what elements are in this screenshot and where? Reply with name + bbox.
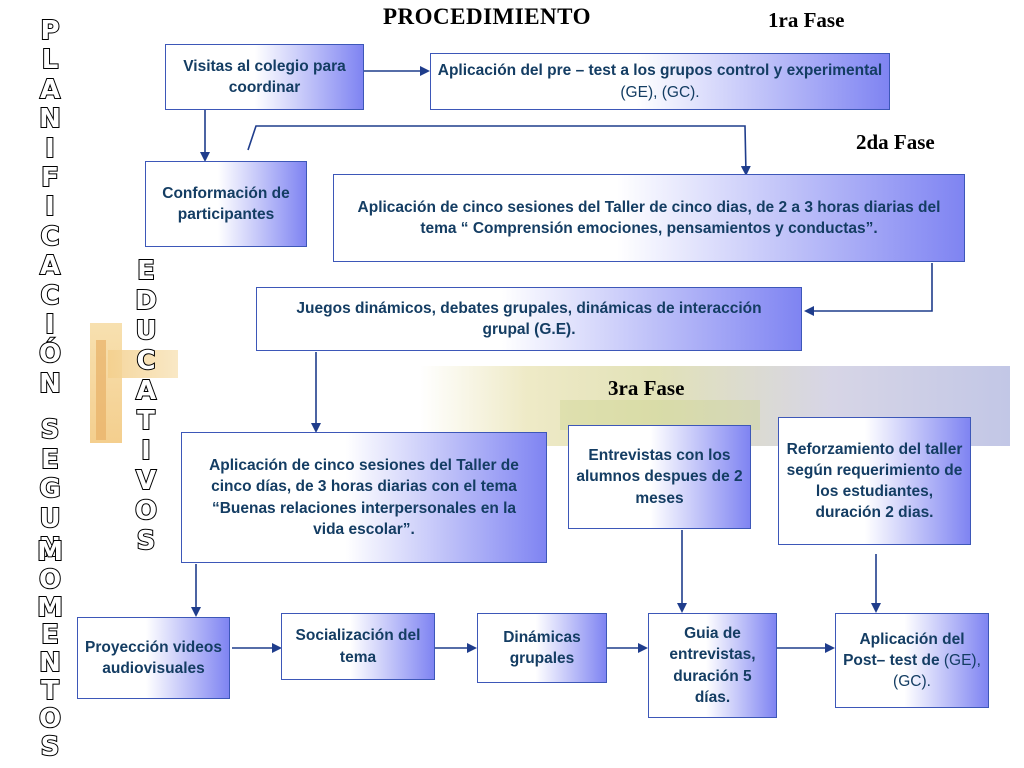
box-dinamicas-text: Dinámicas grupales: [503, 628, 581, 667]
vertical-letter: E: [136, 256, 156, 286]
box-guia: Guia de entrevistas, duración 5 días.: [648, 613, 777, 718]
box-pretest-text: Aplicación del pre – test a los grupos c…: [437, 62, 883, 80]
vertical-letter: C: [135, 346, 156, 376]
box-proyeccion-text: Proyección videos audiovisuales: [85, 638, 222, 677]
vertical-letter: N: [38, 368, 62, 399]
vertical-letter: M: [36, 592, 64, 623]
box-sesiones-fase2-text: Aplicación de cinco sesiones del Taller …: [357, 198, 941, 237]
vertical-letter: G: [38, 474, 61, 505]
vertical-letter: N: [38, 648, 62, 679]
vertical-letter: A: [135, 376, 157, 406]
vertical-letter: T: [40, 675, 60, 706]
box-juegos: Juegos dinámicos, debates grupales, diná…: [256, 287, 802, 351]
vertical-letter: D: [134, 286, 158, 316]
box-guia-text: Guia de entrevistas, duración 5 días.: [669, 625, 756, 706]
box-conformacion-text: Conformación de participantes: [162, 184, 290, 223]
vertical-letter: M: [36, 537, 64, 567]
vertical-letter: S: [40, 731, 61, 762]
phase-3-label: 3ra Fase: [608, 376, 685, 400]
vertical-letter: F: [40, 162, 60, 193]
vertical-letter: S: [136, 526, 157, 556]
vertical-letter: V: [135, 466, 157, 496]
box-entrevistas-text: Entrevistas con los alumnos despues de 2…: [576, 447, 743, 507]
vertical-letter: N: [38, 533, 62, 564]
vertical-letter: I: [44, 309, 56, 340]
vertical-letter: A: [39, 74, 61, 105]
vertical-letter: L: [41, 45, 60, 76]
decorative-bar-horizontal: [108, 350, 178, 378]
box-visitas: Visitas al colegio para coordinar: [165, 44, 364, 110]
box-reforzamiento-text: Reforzamiento del taller según requerimi…: [786, 440, 963, 522]
vertical-letter: U: [134, 316, 157, 346]
box-pretest-groups: (GE), (GC).: [620, 83, 700, 101]
vertical-letter: O: [38, 564, 62, 595]
vertical-letter: I: [44, 192, 56, 223]
decorative-bar-vertical-inner: [96, 340, 106, 440]
box-posttest-text: Aplicación del Post– test de: [843, 630, 965, 669]
vertical-letter: P: [39, 16, 60, 46]
vertical-letter: N: [38, 104, 62, 135]
vertical-letter: S: [40, 415, 61, 446]
box-pretest: Aplicación del pre – test a los grupos c…: [430, 53, 890, 110]
box-visitas-text: Visitas al colegio para coordinar: [183, 57, 346, 96]
vertical-letter: U: [38, 503, 61, 534]
box-socializacion: Socialización del tema: [281, 613, 435, 680]
vertical-letter: T: [136, 406, 156, 436]
box-conformacion: Conformación de participantes: [145, 161, 307, 247]
vertical-letter: E: [40, 620, 60, 651]
arrow-sesiones1-to-juegos: [804, 263, 933, 316]
box-dinamicas: Dinámicas grupales: [477, 613, 607, 683]
phase-1-label: 1ra Fase: [768, 8, 845, 32]
box-sesiones-fase2: Aplicación de cinco sesiones del Taller …: [333, 174, 965, 262]
vertical-letter: C: [39, 221, 60, 252]
phase-2-label: 2da Fase: [856, 130, 935, 154]
box-sesiones-fase3: Aplicación de cinco sesiones del Taller …: [181, 432, 547, 563]
vertical-letter: Ó: [38, 339, 62, 370]
vertical-letter: O: [38, 703, 62, 734]
vertical-letter: E: [40, 444, 60, 475]
vertical-letter: A: [39, 251, 61, 282]
box-proyeccion: Proyección videos audiovisuales: [77, 617, 230, 699]
box-sesiones-fase3-text: Aplicación de cinco sesiones del Taller …: [209, 457, 519, 538]
box-socializacion-text: Socialización del tema: [295, 627, 421, 666]
vertical-letter: O: [134, 496, 158, 526]
box-posttest: Aplicación del Post– test de (GE), (GC).: [835, 613, 989, 708]
box-entrevistas: Entrevistas con los alumnos despues de 2…: [568, 425, 751, 529]
vertical-letter: I: [44, 133, 56, 164]
page-title: PROCEDIMIENTO: [383, 4, 591, 29]
box-posttest-groups: (GE), (GC).: [893, 651, 981, 691]
vertical-letter: C: [39, 280, 60, 311]
vertical-letter: I: [140, 436, 152, 466]
box-reforzamiento: Reforzamiento del taller según requerimi…: [778, 417, 971, 545]
box-juegos-text: Juegos dinámicos, debates grupales, diná…: [296, 299, 762, 338]
decorative-bar-vertical: [90, 323, 122, 443]
arrow-bracket-to-sesiones1: [247, 125, 751, 176]
